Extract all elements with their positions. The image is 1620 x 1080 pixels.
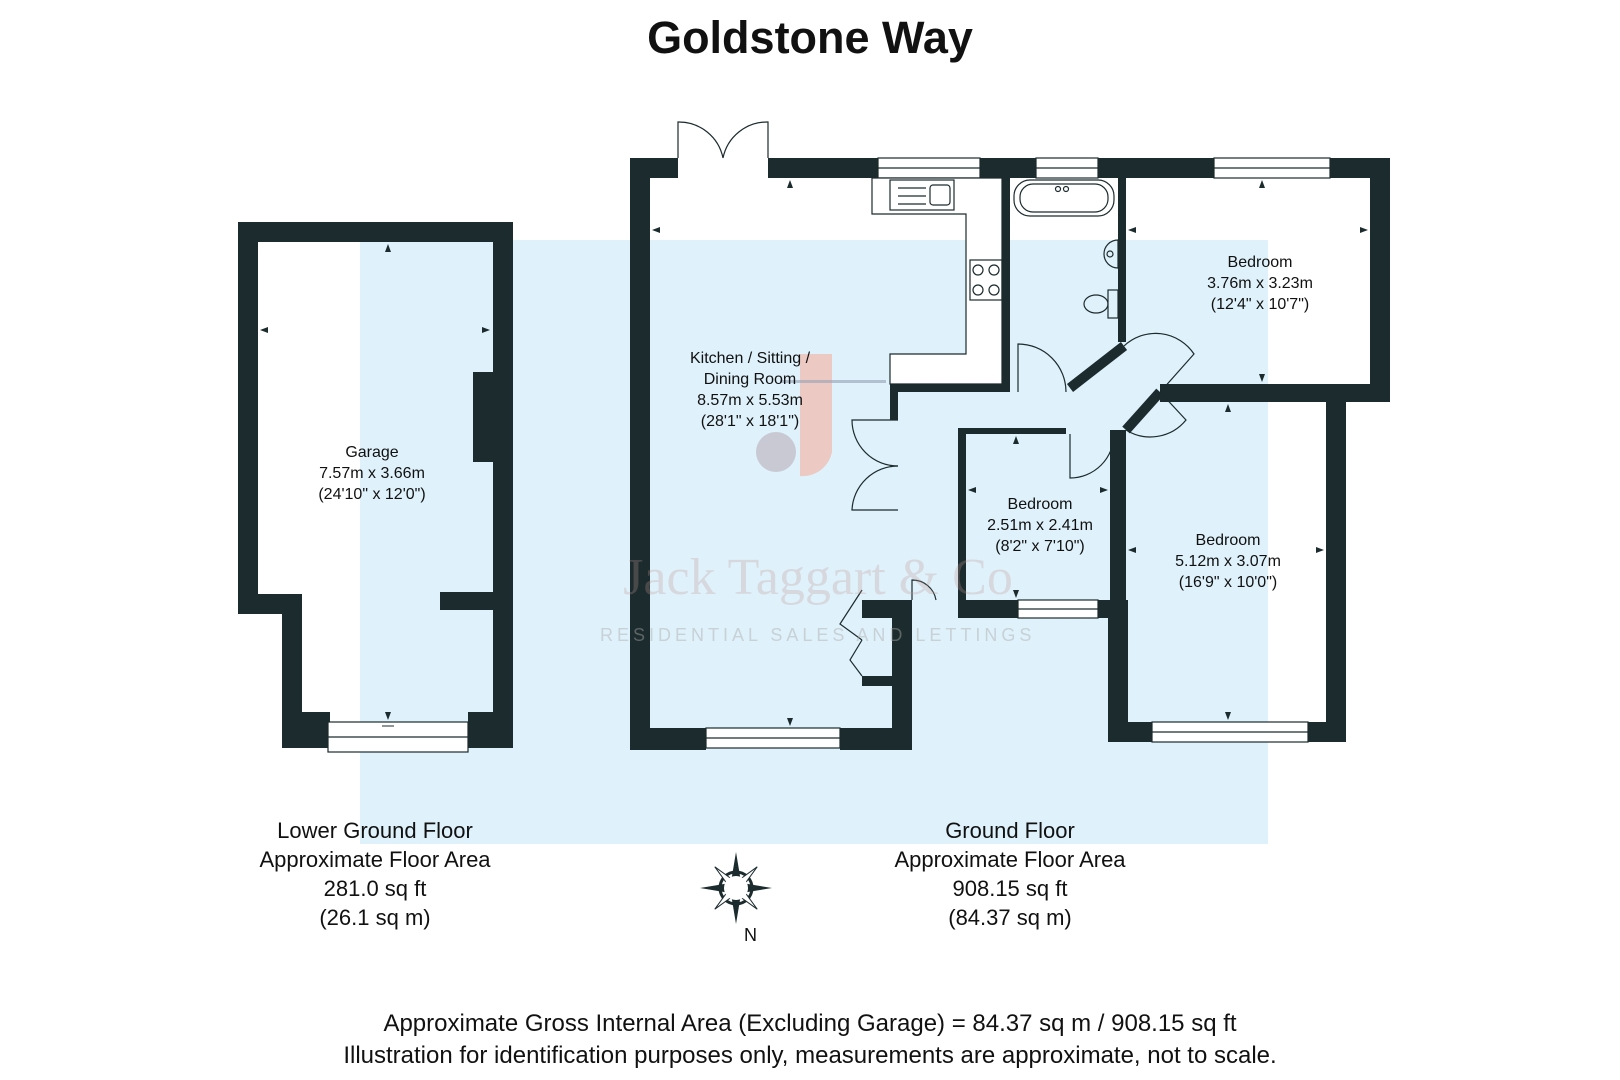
kitchen-sink-icon: [889, 179, 955, 211]
ground-floor-walls: [630, 158, 1390, 750]
floor-area-sqft: 908.15 sq ft: [952, 876, 1068, 901]
kitchen-counter: [871, 177, 1003, 385]
sink-icon: [1103, 239, 1119, 269]
doors: [677, 121, 1195, 677]
room-imperial: (24'10" x 12'0"): [318, 486, 426, 503]
floor-label-ground: Ground Floor Approximate Floor Area 908.…: [860, 816, 1160, 932]
floor-name: Ground Floor: [945, 818, 1075, 843]
dimension-arrows: [260, 180, 1368, 727]
room-imperial: (16'9" x 10'0"): [1178, 574, 1278, 591]
room-name-line1: Kitchen / Sitting /: [689, 350, 811, 367]
floor-name: Lower Ground Floor: [277, 818, 473, 843]
room-name: Bedroom: [1195, 532, 1261, 549]
floor-area-caption: Approximate Floor Area: [894, 847, 1126, 872]
room-metric: 5.12m x 3.07m: [1175, 553, 1281, 570]
room-imperial: (28'1" x 18'1"): [700, 413, 800, 430]
watermark-brand: Jack Taggart & Co: [623, 549, 1013, 606]
hob-icon: [969, 259, 1003, 301]
room-name: Bedroom: [1007, 496, 1073, 513]
floor-area-sqm: (84.37 sq m): [948, 905, 1072, 930]
hallway-diagonal-walls: [1066, 342, 1164, 434]
room-label-kitchen: Kitchen / Sitting / Dining Room 8.57m x …: [660, 348, 840, 432]
footer-disclaimer: Illustration for identification purposes…: [343, 1042, 1277, 1069]
windows: [705, 157, 1331, 749]
garage-walls: [238, 222, 513, 748]
room-label-garage: Garage 7.57m x 3.66m (24'10" x 12'0"): [292, 442, 452, 505]
room-name: Bedroom: [1227, 254, 1293, 271]
compass-rose-icon: [700, 852, 772, 924]
room-metric: 7.57m x 3.66m: [319, 465, 425, 482]
watermark-tagline: RESIDENTIAL SALES AND LETTINGS: [600, 625, 1036, 645]
garage-door: [327, 721, 469, 753]
bathtub-icon: [1013, 179, 1115, 217]
room-label-bedroom-top: Bedroom 3.76m x 3.23m (12'4" x 10'7"): [1180, 252, 1340, 315]
room-label-bedroom-small: Bedroom 2.51m x 2.41m (8'2" x 7'10"): [960, 494, 1120, 557]
room-label-bedroom-right: Bedroom 5.12m x 3.07m (16'9" x 10'0"): [1148, 530, 1308, 593]
page-title: Goldstone Way: [647, 12, 973, 63]
room-metric: 8.57m x 5.53m: [697, 392, 803, 409]
footer-gross-area: Approximate Gross Internal Area (Excludi…: [383, 1010, 1237, 1037]
compass-north-label: N: [744, 925, 757, 945]
floor-area-caption: Approximate Floor Area: [259, 847, 491, 872]
floor-area-sqft: 281.0 sq ft: [323, 876, 427, 901]
room-metric: 3.76m x 3.23m: [1207, 275, 1313, 292]
room-name: Garage: [345, 444, 399, 461]
floor-label-lower-ground: Lower Ground Floor Approximate Floor Are…: [225, 816, 525, 932]
room-metric: 2.51m x 2.41m: [987, 517, 1093, 534]
toilet-icon: [1083, 289, 1119, 319]
room-imperial: (12'4" x 10'7"): [1210, 296, 1310, 313]
room-name-line2: Dining Room: [703, 371, 797, 388]
room-imperial: (8'2" x 7'10"): [995, 538, 1085, 555]
logo-mark-icon: [756, 354, 886, 477]
floor-area-sqm: (26.1 sq m): [319, 905, 431, 930]
